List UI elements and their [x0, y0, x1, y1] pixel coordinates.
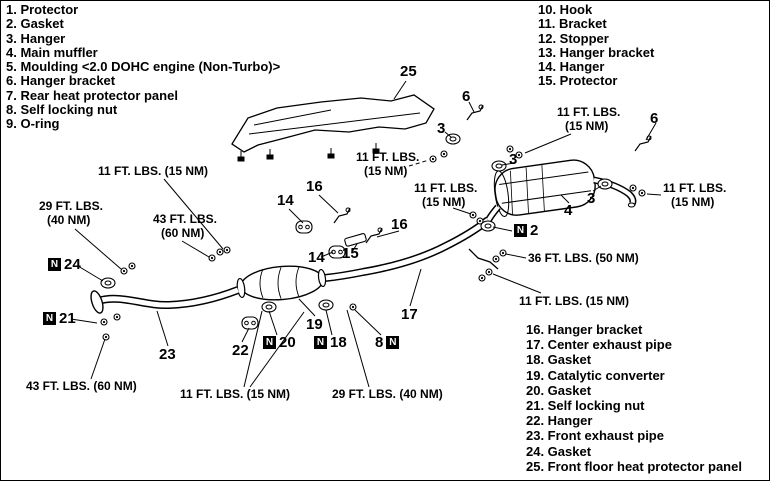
torque-callout-11ftlbs-f: 11 FT. LBS. (15 NM) — [519, 294, 630, 308]
part-callout-6a: 6 — [462, 88, 471, 105]
front-exhaust-pipe-art — [90, 286, 240, 314]
part-callout-4: 4 — [564, 202, 573, 219]
torque-callout-36ftlbs: 36 FT. LBS. (50 NM) — [528, 251, 639, 265]
torque-callout-11ftlbs-c: 11 FT. LBS.(15 NM) — [414, 181, 478, 209]
legend-item-2: 2. Gasket — [6, 16, 64, 32]
n-symbol: N — [314, 336, 327, 349]
legend-item-5: 5. Moulding <2.0 DOHC engine (Non-Turbo)… — [6, 59, 281, 75]
legend-item-6: 6. Hanger bracket — [6, 73, 116, 89]
part-callout-3c: 3 — [587, 190, 596, 207]
catalytic-converter-art — [236, 265, 327, 301]
legend-item-11: 11. Bracket — [538, 16, 607, 32]
legend-item-4: 4. Main muffler — [6, 44, 98, 60]
part-callout-23: 23 — [159, 346, 176, 363]
n-symbol: N — [48, 258, 61, 271]
torque-callout-29ftlbs-b: 29 FT. LBS. (40 NM) — [332, 387, 443, 401]
legend-item-3: 3. Hanger — [6, 30, 66, 46]
legend-item-13: 13. Hanger bracket — [538, 44, 655, 60]
part-callout-22: 22 — [232, 342, 249, 359]
part-callout-16b: 16 — [391, 216, 408, 233]
protector-art — [344, 233, 367, 247]
center-exhaust-pipe-art — [324, 216, 491, 282]
legend-item-20: 20. Gasket — [526, 382, 592, 398]
legend-top-left: 1. Protector 2. Gasket 3. Hanger 4. Main… — [6, 2, 281, 132]
legend-item-17: 17. Center exhaust pipe — [526, 337, 672, 353]
part-callout-6b: 6 — [650, 110, 659, 127]
part-callout-14b: 14 — [308, 249, 325, 266]
part-callout-25: 25 — [400, 63, 417, 80]
legend-item-18: 18. Gasket — [526, 352, 592, 368]
part-callout-15: 15 — [342, 245, 359, 262]
torque-callout-11ftlbs-e: 11 FT. LBS.(15 NM) — [663, 181, 727, 209]
n-symbol: N — [514, 224, 527, 237]
torque-callout-43ftlbs-b: 43 FT. LBS. (60 NM) — [26, 379, 137, 393]
n-symbol: N — [386, 336, 400, 349]
legend-item-7: 7. Rear heat protector panel — [6, 87, 178, 103]
legend-item-12: 12. Stopper — [538, 30, 609, 46]
legend-item-1: 1. Protector — [6, 2, 79, 17]
torque-callout-29ftlbs-a: 29 FT. LBS.(40 NM) — [39, 199, 104, 227]
legend-item-21: 21. Self locking nut — [526, 398, 645, 414]
n-symbol: N — [263, 336, 276, 349]
torque-callout-43ftlbs-a: 43 FT. LBS.(60 NM) — [153, 212, 218, 240]
part-callout-14a: 14 — [277, 192, 294, 209]
part-callout-3b: 3 — [509, 151, 518, 168]
part-callout-19: 19 — [306, 316, 323, 333]
legend-bottom-right: 16. Hanger bracket 17. Center exhaust pi… — [526, 322, 742, 474]
legend-item-10: 10. Hook — [538, 2, 593, 17]
legend-item-19: 19. Catalytic converter — [526, 367, 665, 383]
legend-item-22: 22. Hanger — [526, 413, 593, 429]
part-callout-3a: 3 — [437, 120, 446, 137]
hanger-bracket-art — [468, 248, 499, 270]
legend-item-9: 9. O-ring — [6, 116, 60, 132]
legend-item-8: 8. Self locking nut — [6, 102, 118, 118]
legend-item-23: 23. Front exhaust pipe — [526, 428, 664, 444]
legend-item-25: 25. Front floor heat protector panel — [526, 458, 742, 474]
n-symbol: N — [43, 312, 56, 325]
torque-callout-11ftlbs-g: 11 FT. LBS. (15 NM) — [180, 387, 291, 401]
torque-callout-11ftlbs-b: 11 FT. LBS.(15 NM) — [356, 150, 420, 178]
legend-item-15: 15. Protector — [538, 73, 618, 89]
legend-item-16: 16. Hanger bracket — [526, 322, 643, 337]
leader-lines — [70, 80, 662, 388]
torque-callout-11ftlbs-d: 11 FT. LBS.(15 NM) — [557, 105, 621, 133]
part-callout-17: 17 — [401, 306, 418, 323]
legend-item-24: 24. Gasket — [526, 443, 592, 459]
front-floor-heat-protector-panel-art — [231, 94, 435, 162]
legend-item-14: 14. Hanger — [538, 59, 605, 75]
torque-callout-11ftlbs-a: 11 FT. LBS. (15 NM) — [98, 164, 209, 178]
part-callout-16a: 16 — [306, 178, 323, 195]
legend-top-right: 10. Hook 11. Bracket 12. Stopper 13. Han… — [538, 2, 655, 89]
